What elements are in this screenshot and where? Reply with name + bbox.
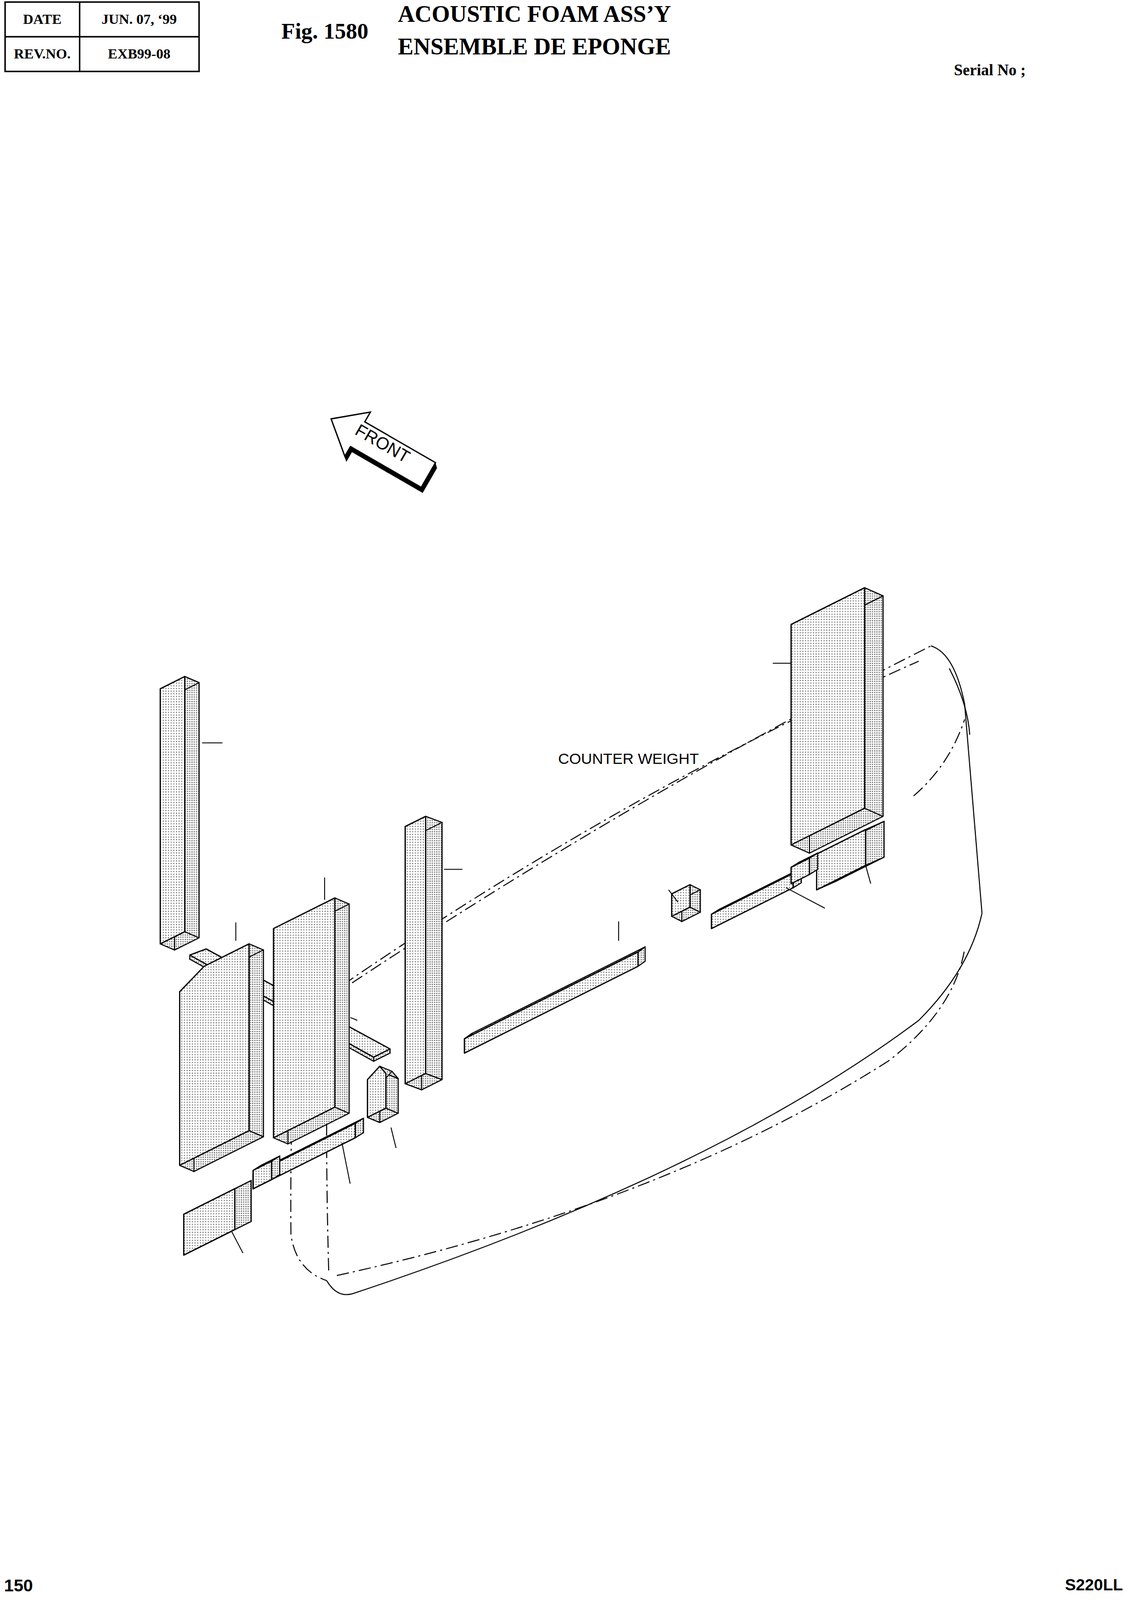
header-cell: JUN. 07, ‘99 — [79, 2, 199, 37]
leader-lines — [201, 663, 871, 1254]
foam-face — [791, 858, 810, 884]
header-cell: DATE — [5, 2, 80, 37]
foam-face — [160, 676, 185, 945]
foam-block — [183, 1180, 251, 1256]
foam-face — [253, 1123, 356, 1190]
foam-face — [405, 816, 426, 1085]
header-cell: REV.NO. — [5, 36, 80, 72]
foam-face — [183, 1189, 235, 1256]
foam-block — [367, 1066, 398, 1123]
foam-face — [367, 1066, 386, 1118]
foam-block — [791, 853, 818, 884]
foam-block — [253, 1118, 364, 1190]
foam-face — [864, 588, 883, 817]
foam-face — [816, 829, 866, 890]
foam-face — [184, 676, 199, 939]
foam-block — [816, 821, 884, 890]
foam-block — [160, 676, 199, 951]
foam-block — [253, 1156, 280, 1190]
foam-face — [711, 873, 794, 929]
foam-block — [671, 885, 701, 922]
foam-face — [179, 944, 249, 1166]
part-name: COUNTER WEIGHT — [558, 750, 700, 768]
foam-block — [464, 947, 646, 1054]
front-arrow — [316, 396, 445, 503]
foam-face — [334, 898, 350, 1114]
figure-number: Fig. 1580 — [281, 18, 369, 45]
foam-face — [671, 885, 690, 917]
header-table — [5, 2, 199, 72]
foam-face — [425, 816, 443, 1081]
foam-pieces — [160, 588, 884, 1256]
foam-block — [791, 588, 884, 854]
foam-face — [464, 952, 639, 1054]
page-number: 150 — [4, 1576, 34, 1597]
model-code: S220LL — [1064, 1576, 1123, 1596]
header-cell: EXB99-08 — [79, 36, 199, 72]
foam-face — [273, 898, 335, 1139]
serial-number: Serial No ; — [953, 61, 1026, 80]
foam-face — [253, 1161, 272, 1190]
foam-block — [179, 944, 264, 1172]
foam-face — [791, 588, 865, 846]
foam-block — [405, 816, 443, 1091]
foam-face — [385, 1074, 398, 1114]
foam-face — [249, 944, 264, 1138]
foam-block — [711, 868, 802, 929]
foam-block — [273, 898, 350, 1145]
figure-title: ACOUSTIC FOAM ASS’Y ENSEMBLE DE EPONGE — [397, 0, 755, 64]
